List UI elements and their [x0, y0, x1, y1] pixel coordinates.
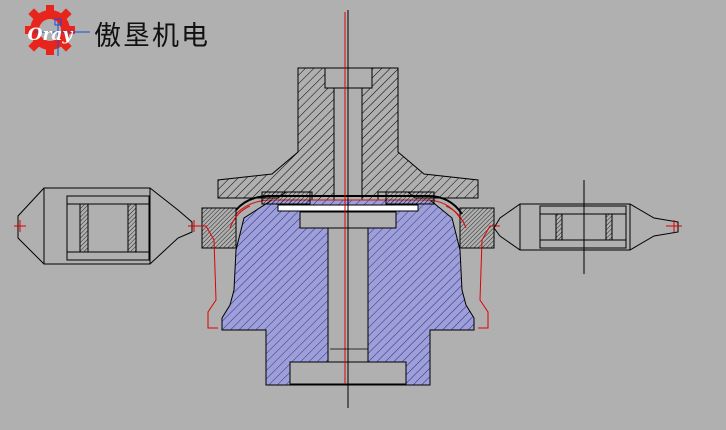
- logo-text: Oray: [28, 25, 74, 45]
- left-detail-view: [17, 187, 193, 265]
- right-detail-markers: [666, 220, 682, 232]
- right-detail-view: [493, 180, 679, 274]
- brand-name: 傲垦机电: [94, 21, 210, 52]
- right-clamp: [385, 191, 495, 249]
- red-contours: [196, 205, 500, 329]
- gear-logo-icon: Oray: [25, 5, 90, 56]
- gear-shape: [25, 5, 75, 55]
- left-detail-markers: [14, 220, 200, 232]
